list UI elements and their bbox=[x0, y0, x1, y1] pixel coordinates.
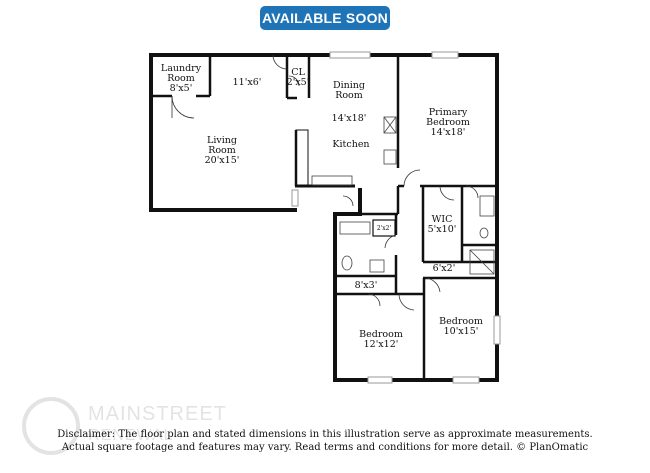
windows bbox=[291, 51, 501, 384]
watermark-text-1: MAINSTREET bbox=[88, 403, 227, 425]
dining-label-2: Room bbox=[335, 90, 363, 101]
disclaimer: Disclaimer: The floor plan and stated di… bbox=[0, 428, 650, 454]
wic-label: WIC bbox=[432, 214, 453, 225]
hall2-size: 6'x2' bbox=[433, 263, 456, 274]
primary-label-1: Primary bbox=[429, 107, 468, 118]
closet-size: 2'x5' bbox=[287, 77, 310, 88]
laundry-size: 8'x5' bbox=[170, 83, 193, 94]
laundry-label-1: Laundry bbox=[161, 63, 202, 74]
bedroom3-size: 10'x15' bbox=[444, 326, 479, 337]
laundry-label-2: Room bbox=[167, 73, 195, 84]
living-size: 20'x15' bbox=[205, 155, 240, 166]
bath-size: 8'x3' bbox=[355, 280, 378, 291]
watermark-ring-icon bbox=[22, 397, 80, 455]
primary-label-2: Bedroom bbox=[426, 117, 470, 128]
interior-walls bbox=[151, 55, 497, 380]
linen-size: 2'x2' bbox=[377, 225, 392, 232]
bedroom2-size: 12'x12' bbox=[364, 339, 399, 350]
room-labels: Laundry Room 8'x5' 11'x6' CL 2'x5' Dinin… bbox=[161, 63, 483, 350]
watermark-text-2: RENEWAL bbox=[88, 427, 174, 444]
door-swings bbox=[171, 54, 479, 311]
disclaimer-line-2: Actual square footage and features may v… bbox=[61, 442, 589, 453]
watermark-logo: MAINSTREET RENEWAL bbox=[22, 397, 262, 457]
hall-size: 11'x6' bbox=[233, 77, 262, 88]
dining-size: 14'x18' bbox=[332, 113, 367, 124]
bedroom3-label: Bedroom bbox=[439, 316, 483, 327]
closet-label: CL bbox=[291, 67, 305, 78]
bedroom2-label: Bedroom bbox=[359, 329, 403, 340]
fixtures bbox=[311, 116, 495, 275]
primary-size: 14'x18' bbox=[431, 127, 466, 138]
kitchen-label: Kitchen bbox=[332, 139, 369, 150]
wic-size: 5'x10' bbox=[428, 224, 457, 235]
disclaimer-line-1: Disclaimer: The floor plan and stated di… bbox=[57, 429, 593, 440]
living-label-1: Living bbox=[207, 135, 237, 146]
available-soon-badge: AVAILABLE SOON bbox=[260, 6, 390, 30]
dining-label-1: Dining bbox=[333, 80, 365, 91]
living-label-2: Room bbox=[208, 145, 236, 156]
